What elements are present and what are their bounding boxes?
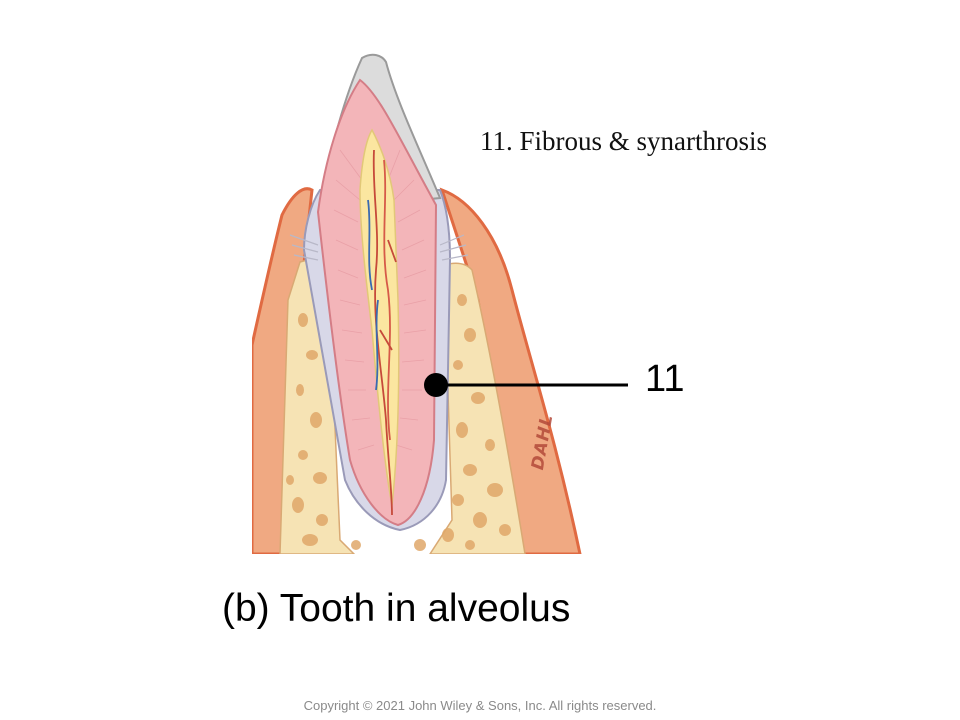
copyright-notice: Copyright © 2021 John Wiley & Sons, Inc.… bbox=[303, 698, 657, 713]
callout-pointer-dot bbox=[424, 373, 448, 397]
callout-number-11: 11 bbox=[645, 358, 685, 400]
bone-pores bbox=[286, 294, 511, 551]
answer-text: 11. Fibrous & synarthrosis bbox=[480, 126, 768, 156]
gingival-fibers bbox=[289, 234, 469, 261]
dentin-tubules bbox=[333, 149, 427, 451]
pulp-vessels bbox=[367, 149, 397, 516]
figure-caption: (b) Tooth in alveolus bbox=[222, 587, 571, 630]
right-gingiva bbox=[439, 187, 582, 554]
right-alveolar-bone bbox=[429, 262, 526, 554]
